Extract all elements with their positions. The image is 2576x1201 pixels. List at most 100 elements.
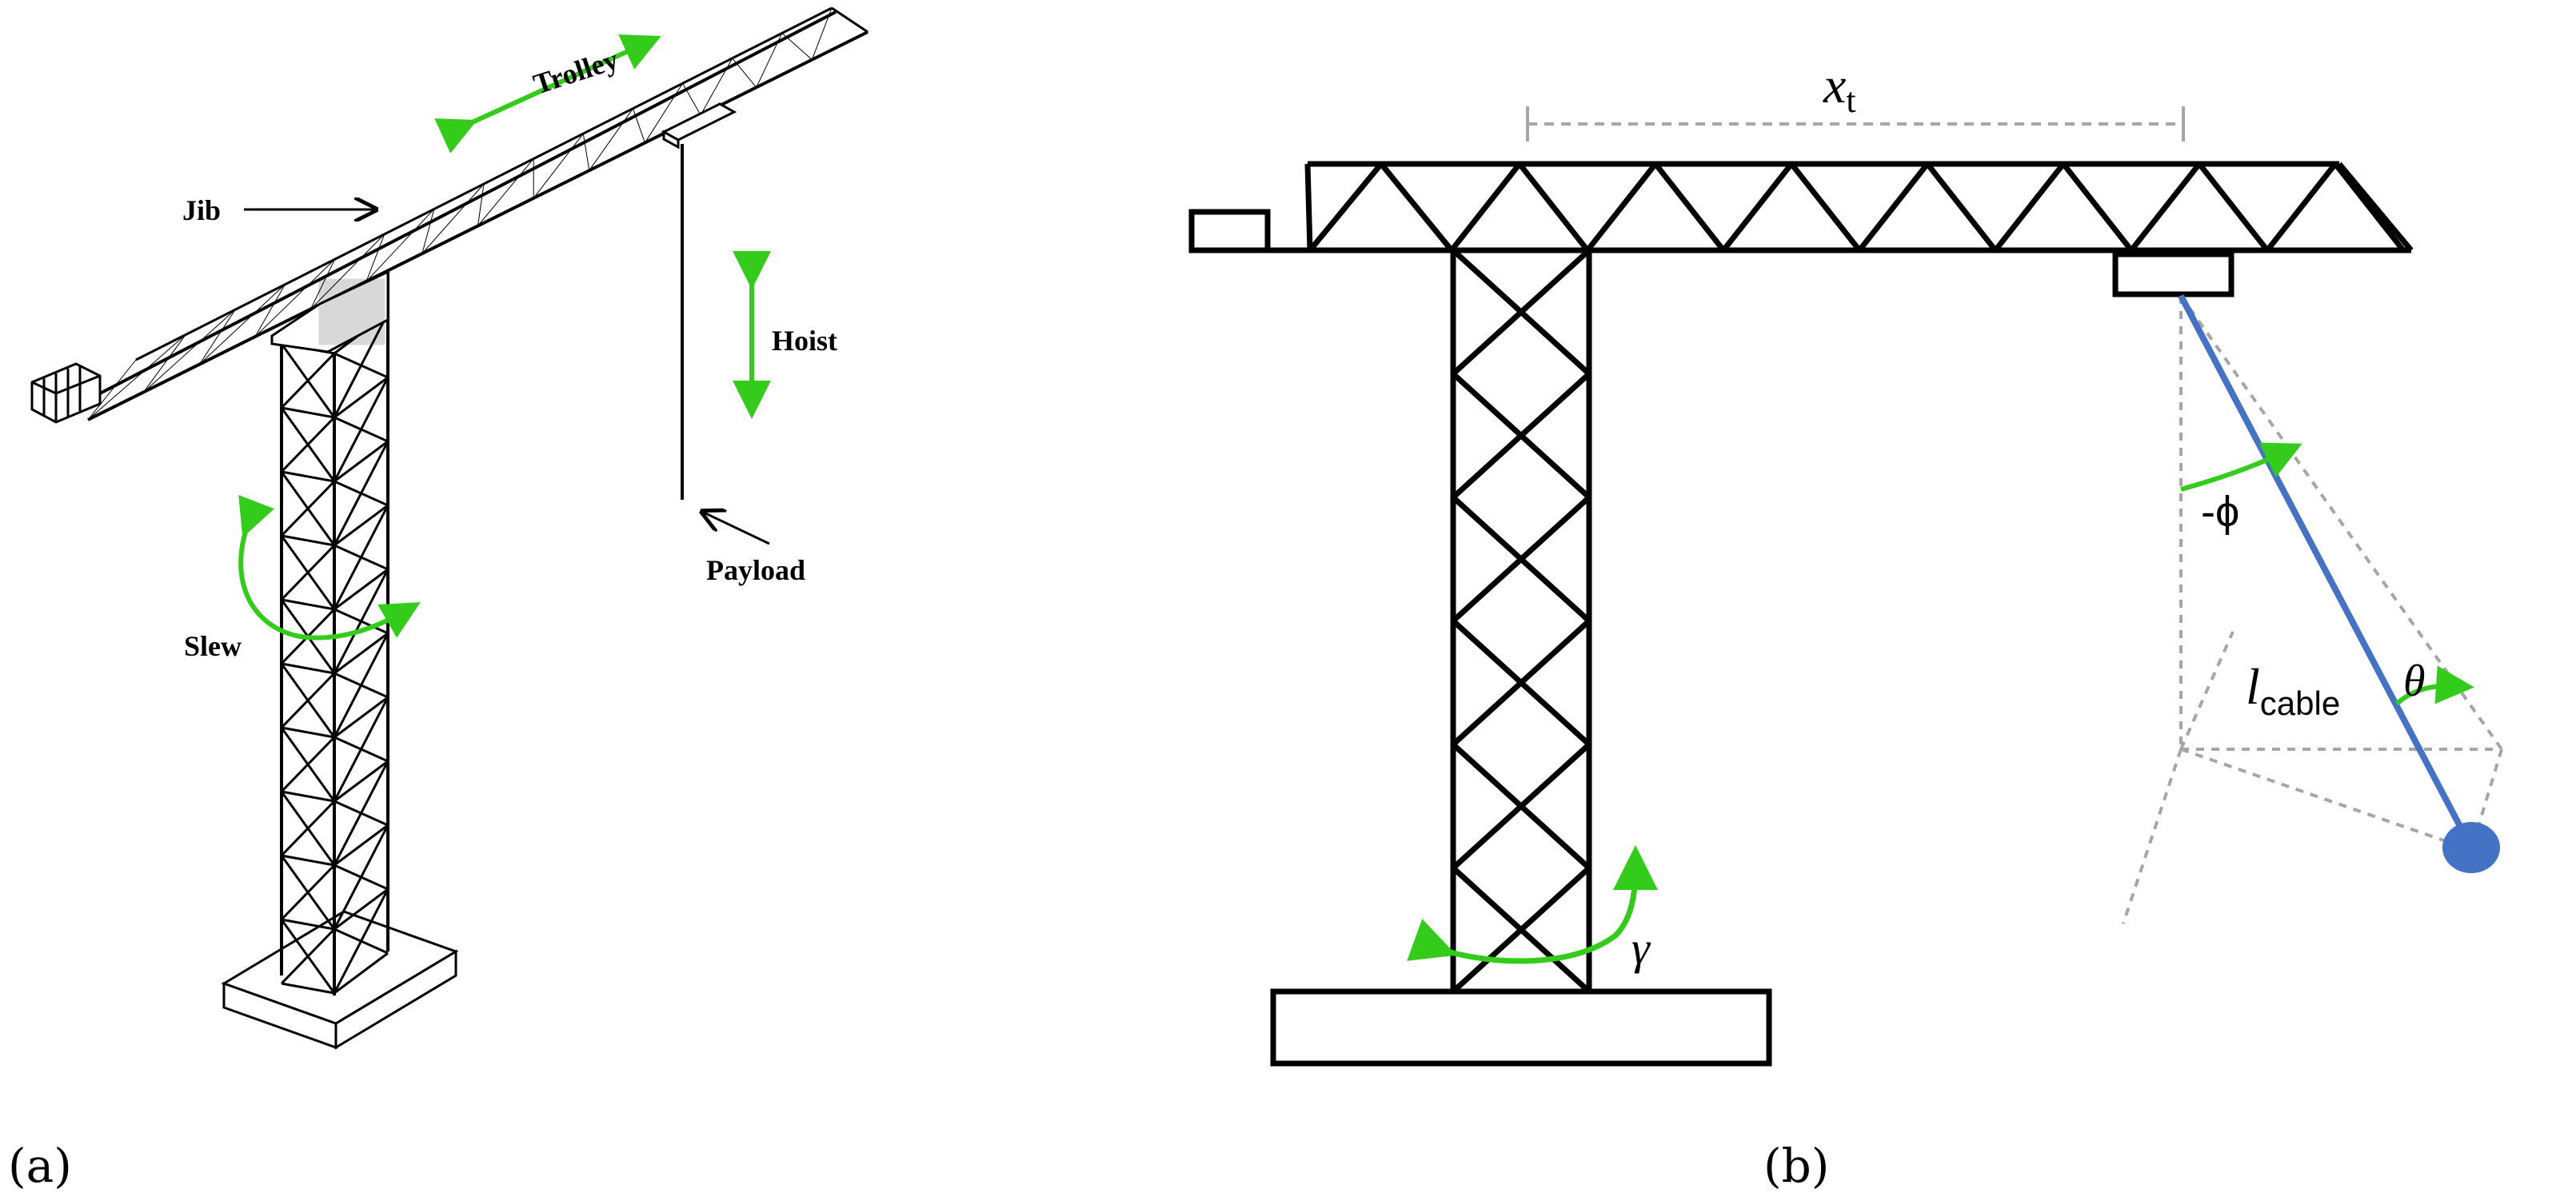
jib-truss-member [1789,162,1862,253]
mast-brace [280,544,336,601]
jib-strut [87,359,137,421]
slewing-unit [270,269,389,353]
jib-strut [365,233,385,281]
mast-brace [333,441,389,546]
mast-brace [280,800,336,857]
panel-b-tag: (b) [1763,1139,1829,1193]
mast-strut [281,982,335,995]
mast-strut [281,790,335,803]
payload [2442,822,2500,873]
phi-label: -ϕ [2201,488,2239,536]
mast-brace [280,480,336,537]
jib-truss-member [2333,162,2406,253]
tower-brace [1451,495,1592,624]
mast-strut [333,760,389,803]
mast-brace [280,928,336,985]
jib-strut [310,259,336,309]
jib-brace [254,258,335,337]
slew-angle-arrow [1407,845,1658,964]
counterweight [30,362,102,424]
mast-brace [333,888,389,994]
trolley [2112,251,2235,297]
jib-brace [700,58,733,116]
tower-brace [1451,248,1592,377]
mast-strut [333,568,389,611]
crane-base-slab [221,910,459,1050]
jib-truss-member [1857,162,1930,253]
counterweight-box [1188,209,1271,253]
theta-angle-arc [2395,665,2474,706]
jib-truss-member [1653,162,1726,253]
trolley-motion-arrow [434,34,661,154]
jib-truss-member [2197,162,2270,253]
tower-brace [1451,618,1592,747]
mast-strut [333,824,389,867]
jib-strut [254,284,286,337]
mast-brace [333,632,389,738]
jib-brace [310,233,385,309]
panel-a: Trolley Jib Hoist Payload Slew (a) [8,6,869,1193]
mast-brace [333,377,389,482]
jib-strut [732,58,757,88]
cable-length-label: lcable [2246,658,2340,722]
trolley-position-label: xt [1823,57,1856,120]
jib-brace [477,158,534,226]
mast-strut [333,888,389,931]
jib-strut [143,334,186,393]
phi-angle-arc [2180,442,2302,492]
mast-brace [333,696,389,802]
jib-truss-member [1379,162,1454,253]
jib-truss-member [1993,162,2066,253]
jib-truss-member [1517,162,1590,253]
panel-b: xt [1188,57,2503,1193]
hoist-label: Hoist [772,325,837,357]
jib-strut [682,83,701,116]
jib-label: Jib [182,194,221,226]
mast-strut [333,504,389,547]
hoist-cable [2178,294,2474,849]
jib-brace [87,334,186,421]
jib-truss-member [1449,162,1522,253]
crane-base [1270,988,1772,1067]
mast-strut [333,440,389,483]
tower-mast [1450,248,1592,994]
mast-strut [333,696,389,739]
trolley-label: Trolley [529,43,622,101]
payload-pointer-arrow [702,512,770,545]
jib-strut [831,7,869,33]
jib-truss-member [1308,162,1384,253]
mast-brace [333,313,389,418]
mast-brace [280,352,336,409]
mast-brace [333,760,389,866]
theta-label: θ [2403,656,2426,706]
jib-strut [477,183,485,226]
mast-brace [280,416,336,473]
mast-strut [281,470,335,483]
tower-brace [1451,371,1592,500]
mast-strut [281,662,335,675]
slew-angle-label: γ [1631,922,1651,974]
jib-truss-member [1585,162,1658,253]
panel-a-tag: (a) [8,1139,72,1193]
trolley [661,102,737,150]
jib-truss-member [2265,162,2338,253]
jib-truss [1192,161,2414,253]
payload-label: Payload [706,554,805,586]
mast-strut [333,632,389,675]
slew-motion-arrow [238,494,421,640]
mast-brace [280,864,336,921]
projection-guides [2122,294,2503,924]
jib-truss-member [1721,162,1794,253]
jib-strut [781,33,813,61]
jib-brace [811,7,833,60]
jib-brace [143,309,236,393]
jib-truss-member [1925,162,1998,253]
mast-strut [281,918,335,931]
jib-strut [198,309,236,365]
jib-truss [79,6,869,421]
jib-strut [421,209,435,254]
slew-label: Slew [184,630,242,662]
mast-strut [281,726,335,739]
jib-brace [421,183,485,254]
